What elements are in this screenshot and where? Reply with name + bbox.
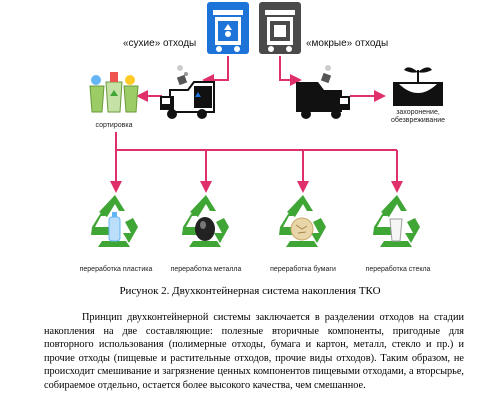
truck-dry-icon — [160, 65, 215, 119]
paper-label: переработка бумаги — [270, 266, 336, 273]
truck-wet-icon — [296, 65, 350, 119]
figure-caption: Рисунок 2. Двухконтейнерная система нако… — [119, 285, 381, 297]
landfill-icon — [393, 67, 443, 106]
arrow-blue-bin — [202, 56, 229, 86]
flow-arrows — [110, 56, 403, 193]
sorting-label: сортировка — [95, 122, 133, 129]
dark-bin-icon — [259, 2, 301, 54]
plastic-label: переработка пластика — [79, 266, 153, 273]
recycle-plastic-icon — [91, 195, 138, 247]
blue-bin-icon — [207, 2, 249, 54]
glass-label: переработка стекла — [365, 266, 431, 273]
disposal-label: захоронение, обезвреживание — [391, 109, 445, 125]
metal-label: переработка металла — [170, 266, 242, 273]
recycle-metal-icon — [182, 195, 229, 247]
dry-waste-label: «сухие» отходы — [123, 38, 197, 49]
recycle-paper-icon — [279, 195, 326, 247]
recycle-glass-icon — [373, 195, 420, 247]
body-paragraph: Принцип двухконтейнерной системы заключа… — [44, 312, 464, 391]
sorting-bins-icon — [89, 72, 139, 113]
wet-waste-label: «мокрые» отходы — [306, 38, 389, 49]
arrow-dark-bin — [279, 56, 302, 86]
